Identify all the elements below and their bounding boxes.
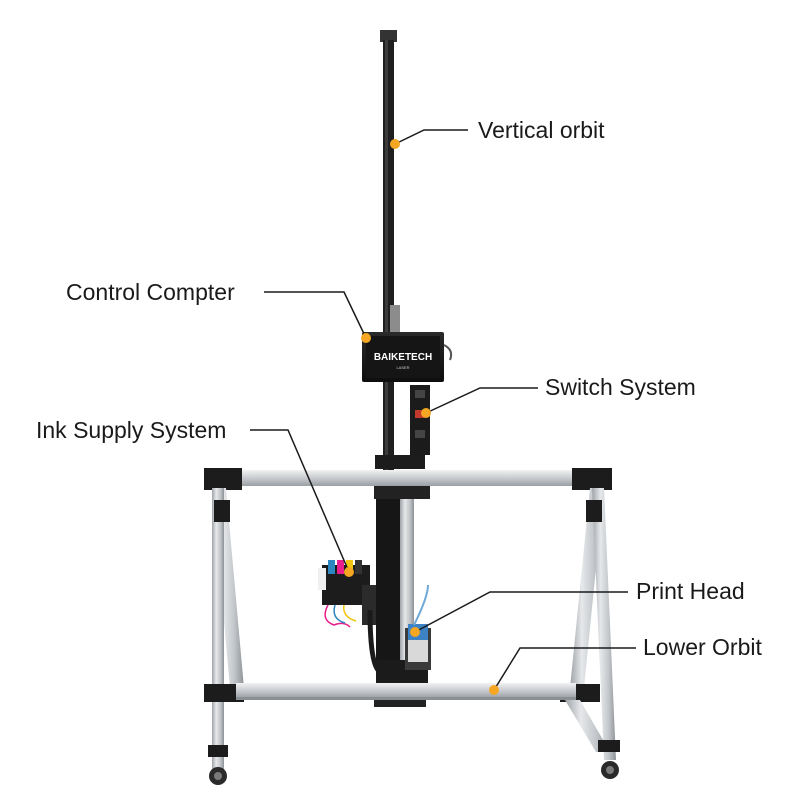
leader-lower-orbit <box>493 647 636 691</box>
left-leg <box>204 488 244 785</box>
vertical-orbit-rail <box>380 30 400 470</box>
leader-ink-supply-system <box>250 429 350 573</box>
label-lower-orbit: Lower Orbit <box>643 634 762 660</box>
label-ink-supply-system: Ink Supply System <box>36 417 227 443</box>
leader-switch-system <box>425 387 538 414</box>
control-computer-unit: BAIKETECH LASER <box>362 332 453 382</box>
control-computer-logo: BAIKETECH <box>374 352 432 363</box>
leader-vertical-orbit <box>394 129 468 145</box>
right-leg <box>560 488 620 779</box>
dot-switch-system <box>421 408 431 418</box>
label-switch-system: Switch System <box>545 374 696 400</box>
dot-print-head <box>410 627 420 637</box>
control-computer-sublogo: LASER <box>396 365 409 370</box>
callout-leaders <box>250 129 636 691</box>
label-print-head: Print Head <box>636 578 745 604</box>
dot-lower-orbit <box>489 685 499 695</box>
switch-box <box>410 385 430 455</box>
label-control-computer: Control Compter <box>66 279 235 305</box>
dot-ink-supply-system <box>344 567 354 577</box>
label-vertical-orbit: Vertical orbit <box>478 117 605 143</box>
dot-control-computer <box>361 333 371 343</box>
ink-supply-unit <box>318 560 381 672</box>
dot-vertical-orbit <box>390 139 400 149</box>
callout-dots <box>344 139 499 695</box>
lower-orbit-beam <box>236 683 576 700</box>
leader-print-head <box>414 591 628 633</box>
leader-control-computer <box>264 291 367 339</box>
